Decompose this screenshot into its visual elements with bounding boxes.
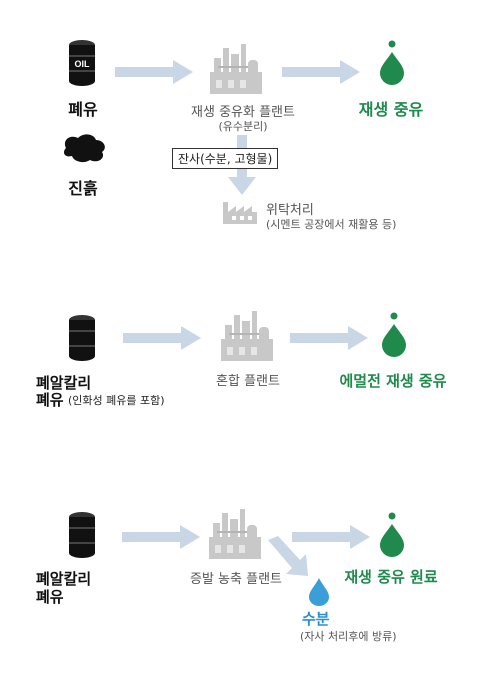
product-label: 재생 중유 원료: [344, 568, 438, 586]
plant-sublabel: (유수분리): [218, 120, 268, 133]
plant-icon: [209, 509, 261, 559]
oil-barrel-icon: OIL: [69, 40, 95, 86]
product-label: 재생 중유: [358, 100, 424, 119]
sludge-icon: [64, 134, 105, 163]
flow-arrow-icon: [292, 525, 370, 549]
factory-icon: [223, 202, 257, 224]
source-note: (인화성 폐유를 포함): [68, 394, 165, 407]
plant-label: 증발 농축 플랜트: [190, 572, 282, 587]
flow-arrow-icon: [122, 525, 200, 549]
flow-arrow-icon: [115, 60, 193, 84]
water-branch-arrow-icon: [268, 536, 308, 576]
source-label-line2: 폐유: [36, 588, 64, 606]
source-label-line2: 폐유: [36, 391, 64, 409]
oil-drop-icon: [382, 312, 406, 357]
source-label-waste-oil: 폐유: [68, 100, 98, 119]
water-drop-icon: [309, 578, 329, 606]
outsource-sublabel: (시멘트 공장에서 재활용 등): [266, 218, 397, 231]
flow-arrow-icon: [290, 326, 368, 350]
barrel-label: OIL: [75, 59, 91, 69]
residue-box: 잔사(수분, 고형물): [172, 148, 279, 169]
plant-icon: [210, 44, 262, 94]
water-note: (자사 처리후에 방류): [300, 630, 397, 643]
plant-label: 재생 중유화 플랜트: [191, 105, 295, 120]
outsource-label: 위탁처리: [266, 203, 314, 218]
source-label-line1: 폐알칼리: [36, 570, 92, 588]
product-label: 에멀전 재생 중유: [339, 372, 447, 390]
plant-label: 혼합 플랜트: [216, 374, 280, 389]
oil-drop-icon: [380, 512, 404, 557]
sludge-label: 진흙: [68, 179, 98, 198]
flow-arrow-icon: [123, 326, 201, 350]
source-label-line1: 폐알칼리: [36, 374, 92, 392]
flow-arrow-icon: [282, 60, 360, 84]
barrel-icon: [69, 512, 95, 558]
water-label: 수분: [302, 610, 330, 628]
plant-icon: [221, 311, 273, 361]
barrel-icon: [69, 315, 95, 361]
oil-drop-icon: [380, 40, 404, 85]
